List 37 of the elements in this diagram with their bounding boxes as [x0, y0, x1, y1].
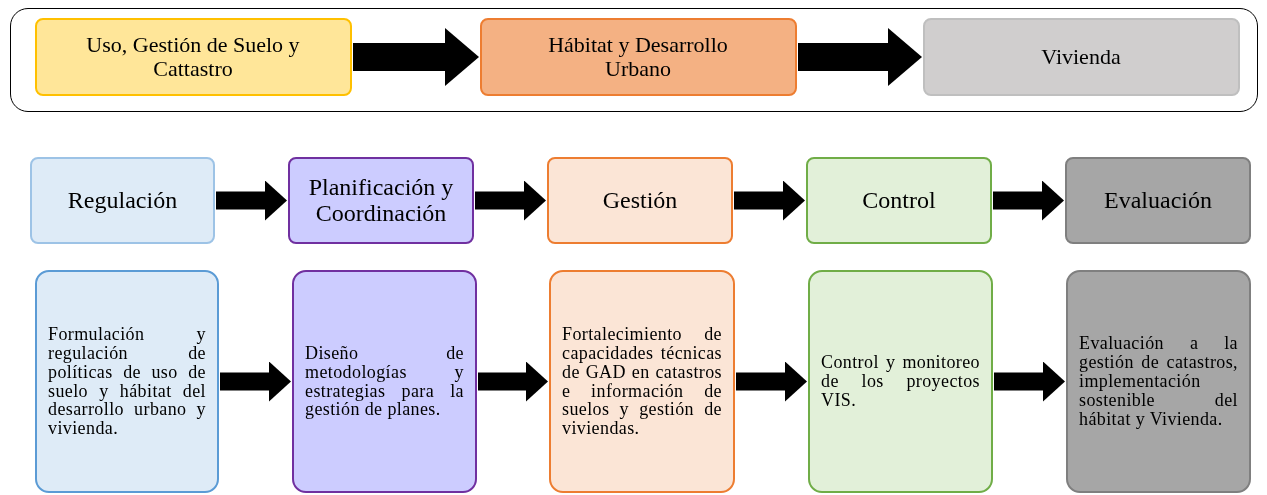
description-box	[1066, 270, 1251, 493]
description-box	[292, 270, 477, 493]
stage-box	[922, 17, 1240, 96]
block-arrow	[994, 361, 1065, 402]
stage-label: Hábitat y Desarrollo Urbano	[547, 33, 729, 80]
block-arrow	[734, 180, 805, 221]
block-arrow	[353, 28, 479, 86]
description-text: Evaluación a la gestión de catastros, implementación sostenible del hábitat y Vivienda.	[1079, 334, 1238, 429]
phase-box	[1065, 157, 1251, 244]
phase-box	[806, 157, 992, 244]
description-box	[549, 270, 735, 493]
description-box	[35, 270, 219, 493]
block-arrow	[478, 361, 548, 402]
stage-band	[10, 8, 1258, 112]
description-box	[808, 270, 993, 493]
description-text: Fortalecimiento de capacidades técnicas de GAD en catastros e información de suelos y gestión de viviendas.	[562, 324, 722, 439]
stage-label: Vivienda	[1041, 44, 1121, 69]
phase-label: Control	[862, 187, 936, 214]
block-arrow	[220, 361, 291, 402]
phase-box	[288, 157, 474, 244]
stage-label: Uso, Gestión de Suelo y Cattastro	[85, 33, 301, 80]
description-text: Control y monitoreo de los proyectos VIS.	[821, 353, 980, 410]
description-text: Formulación y regulación de políticas de uso de suelo y hábitat del desarrollo urbano y vivienda.	[48, 324, 206, 439]
phase-box	[30, 157, 215, 244]
block-arrow	[475, 180, 546, 221]
stage-box	[479, 17, 797, 96]
block-arrow	[798, 28, 922, 86]
block-arrow	[736, 361, 807, 402]
phase-box	[547, 157, 733, 244]
stage-box	[34, 17, 352, 96]
phase-label: Evaluación	[1104, 187, 1212, 214]
phase-label: Gestión	[602, 187, 678, 214]
phase-label: Regulación	[67, 187, 178, 214]
description-text: Diseño de metodologías y estrategias para la gestión de planes.	[305, 343, 464, 420]
phase-label: Planificación y Coordinación	[307, 175, 455, 226]
block-arrow	[993, 180, 1064, 221]
block-arrow	[216, 180, 287, 221]
